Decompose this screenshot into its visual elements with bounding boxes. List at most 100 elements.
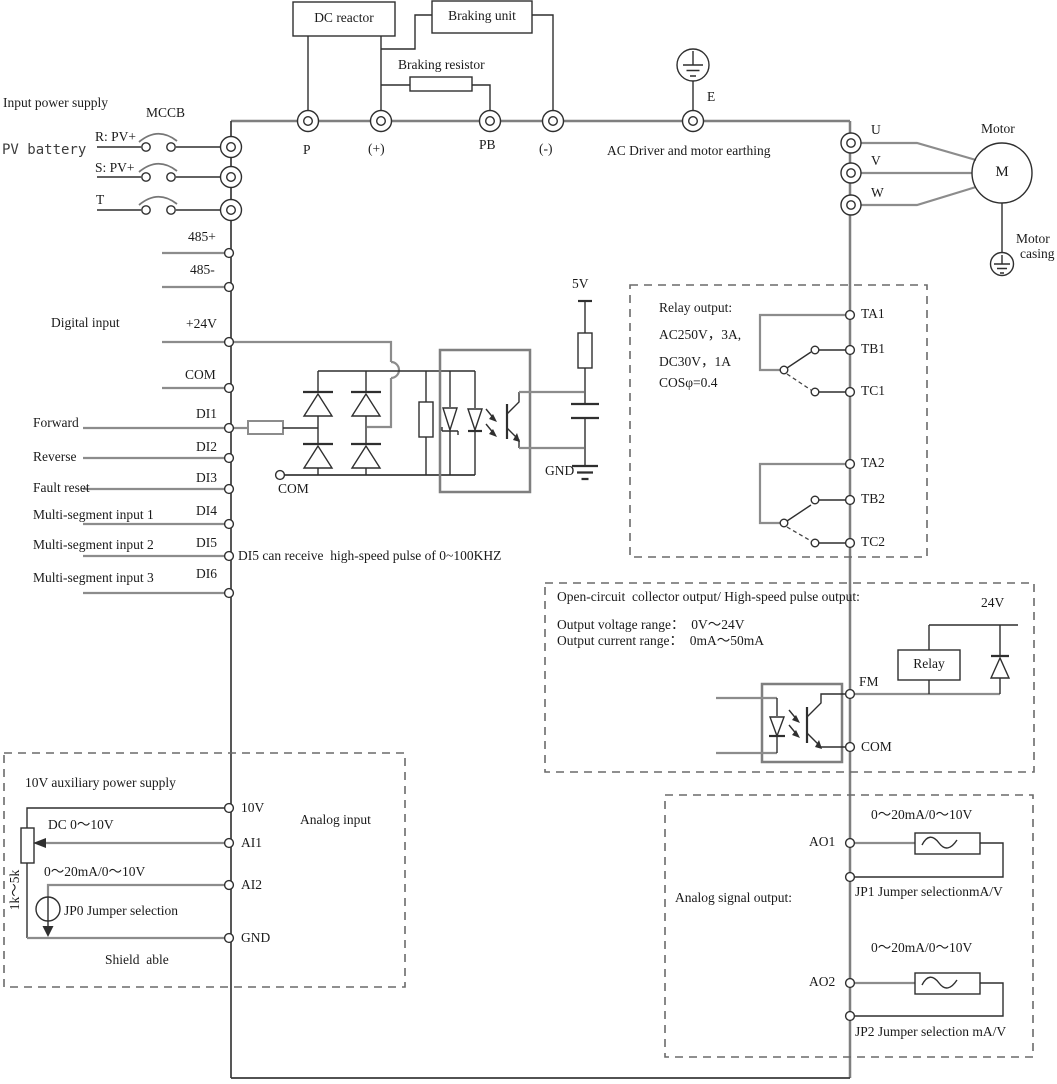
collector-output-title: Open-circuit collector output/ High-spee…	[557, 589, 860, 604]
ai1-range-label: DC 0～10V	[48, 817, 114, 832]
circuit-com-label: COM	[278, 481, 309, 496]
pot-range-label: 1k～5k	[7, 869, 22, 911]
terminal-s	[219, 165, 243, 189]
ao2-range-label: 0～20mA/0～10V	[871, 940, 973, 955]
braking-resistor-graphic	[381, 76, 491, 111]
ao1-label: AO1	[809, 834, 836, 849]
5v-pullup-circuit	[571, 299, 599, 481]
ai2-label: AI2	[241, 877, 262, 892]
di1-pin-label: DI1	[196, 406, 217, 421]
terminal-v	[840, 162, 862, 184]
terminal-pb-label: PB	[479, 137, 496, 152]
analog-output-title: Analog signal output:	[675, 890, 792, 905]
tb1-label: TB1	[861, 341, 886, 356]
collector-output-box	[544, 582, 1035, 773]
motor-m-label: M	[995, 164, 1009, 180]
di-input-bridge-circuit	[233, 340, 475, 481]
digital-input-wires	[83, 340, 225, 595]
rs485-plus-label: 485+	[188, 229, 216, 244]
relay-output-title: Relay output:	[659, 300, 733, 315]
tb2-label: TB2	[861, 491, 886, 506]
phase-r-label: R: PV+	[95, 129, 137, 144]
relay-switch-2	[758, 462, 846, 548]
di5-func-label: Multi-segment input 2	[33, 537, 154, 552]
motor-graphic	[861, 141, 1033, 277]
di4-pin-label: DI4	[196, 503, 217, 518]
motor-casing-label-1: Motor	[1016, 231, 1050, 246]
analog-output-box	[664, 794, 1034, 1058]
di6-pin-label: DI6	[196, 566, 217, 581]
braking-resistor-label: Braking resistor	[398, 57, 485, 72]
terminal-plus-label: (+)	[368, 141, 385, 156]
relay-switch-1	[758, 313, 846, 397]
terminal-u-label: U	[871, 122, 881, 137]
motor-casing-label-2: casing	[1020, 246, 1055, 261]
relay-spec-1: AC250V，3A,	[659, 327, 742, 342]
current-range-label: Output current range： 0mA～50mA	[557, 633, 764, 648]
ao1-range-label: 0～20mA/0～10V	[871, 807, 973, 822]
terminal-t	[219, 198, 243, 222]
terminal-minus	[541, 109, 565, 133]
terminal-minus-label: (-)	[539, 141, 553, 156]
terminal-v-label: V	[871, 153, 881, 168]
phase-t-label: T	[96, 192, 105, 207]
fm-label: FM	[859, 674, 879, 689]
analog-input-box	[3, 752, 406, 988]
di-optocoupler	[418, 348, 584, 494]
di2-func-label: Reverse	[33, 449, 77, 464]
10v-label: 10V	[241, 800, 265, 815]
24v-label: 24V	[981, 595, 1005, 610]
flyback-relay-circuit	[855, 624, 1018, 696]
drive-outline	[230, 119, 852, 1079]
5v-label: 5V	[572, 276, 589, 291]
relay-output-box	[629, 284, 928, 558]
earthing-note-label: AC Driver and motor earthing	[607, 143, 771, 158]
di3-pin-label: DI3	[196, 470, 217, 485]
jp1-label: JP1 Jumper selectionmA/V	[855, 884, 1003, 899]
v24-label: +24V	[186, 316, 217, 331]
fm-com-label: COM	[861, 739, 892, 754]
relay-spec-3: COSφ=0.4	[659, 375, 718, 390]
terminal-u	[840, 132, 862, 154]
di6-func-label: Multi-segment input 3	[33, 570, 154, 585]
analog-output-1-circuit	[844, 832, 1004, 883]
ao2-label: AO2	[809, 974, 836, 989]
earth-e-label: E	[707, 89, 716, 104]
relay-terminals	[844, 309, 856, 549]
input-power-supply-label: Input power supply	[3, 95, 108, 110]
earth-symbol	[676, 48, 710, 111]
digital-input-section-label: Digital input	[51, 315, 120, 330]
rs485-minus-label: 485-	[190, 262, 215, 277]
com-label: COM	[185, 367, 216, 382]
analog-input-terminals	[223, 802, 235, 944]
phase-s-label: S: PV+	[95, 160, 135, 175]
terminal-w-label: W	[871, 185, 884, 200]
gnd-label: GND	[545, 463, 575, 478]
braking-unit-label: Braking unit	[448, 8, 516, 23]
ai2-range-label: 0～20mA/0～10V	[44, 864, 146, 879]
di3-func-label: Fault reset	[33, 480, 90, 495]
terminal-fm	[844, 688, 856, 700]
di4-func-label: Multi-segment input 1	[33, 507, 154, 522]
ta1-label: TA1	[861, 306, 885, 321]
analog-input-section-label: Analog input	[300, 812, 371, 827]
di5-pin-label: DI5	[196, 535, 217, 550]
terminal-pb	[478, 109, 502, 133]
tc1-label: TC1	[861, 383, 886, 398]
terminal-r	[219, 135, 243, 159]
di1-func-label: Forward	[33, 415, 79, 430]
aux-supply-title: 10V auxiliary power supply	[25, 775, 176, 790]
jp2-label: JP2 Jumper selection mA/V	[855, 1024, 1007, 1039]
fm-optocoupler	[716, 682, 845, 764]
relay-box-label: Relay	[913, 656, 945, 671]
dc-reactor-label: DC reactor	[314, 10, 374, 25]
pv-battery-label: PV battery	[2, 142, 87, 158]
ta2-label: TA2	[861, 455, 885, 470]
relay-spec-2: DC30V，1A	[659, 354, 732, 369]
tc2-label: TC2	[861, 534, 886, 549]
terminal-p-label: P	[303, 142, 311, 157]
comm-wires	[162, 251, 225, 289]
terminal-earth	[681, 109, 705, 133]
